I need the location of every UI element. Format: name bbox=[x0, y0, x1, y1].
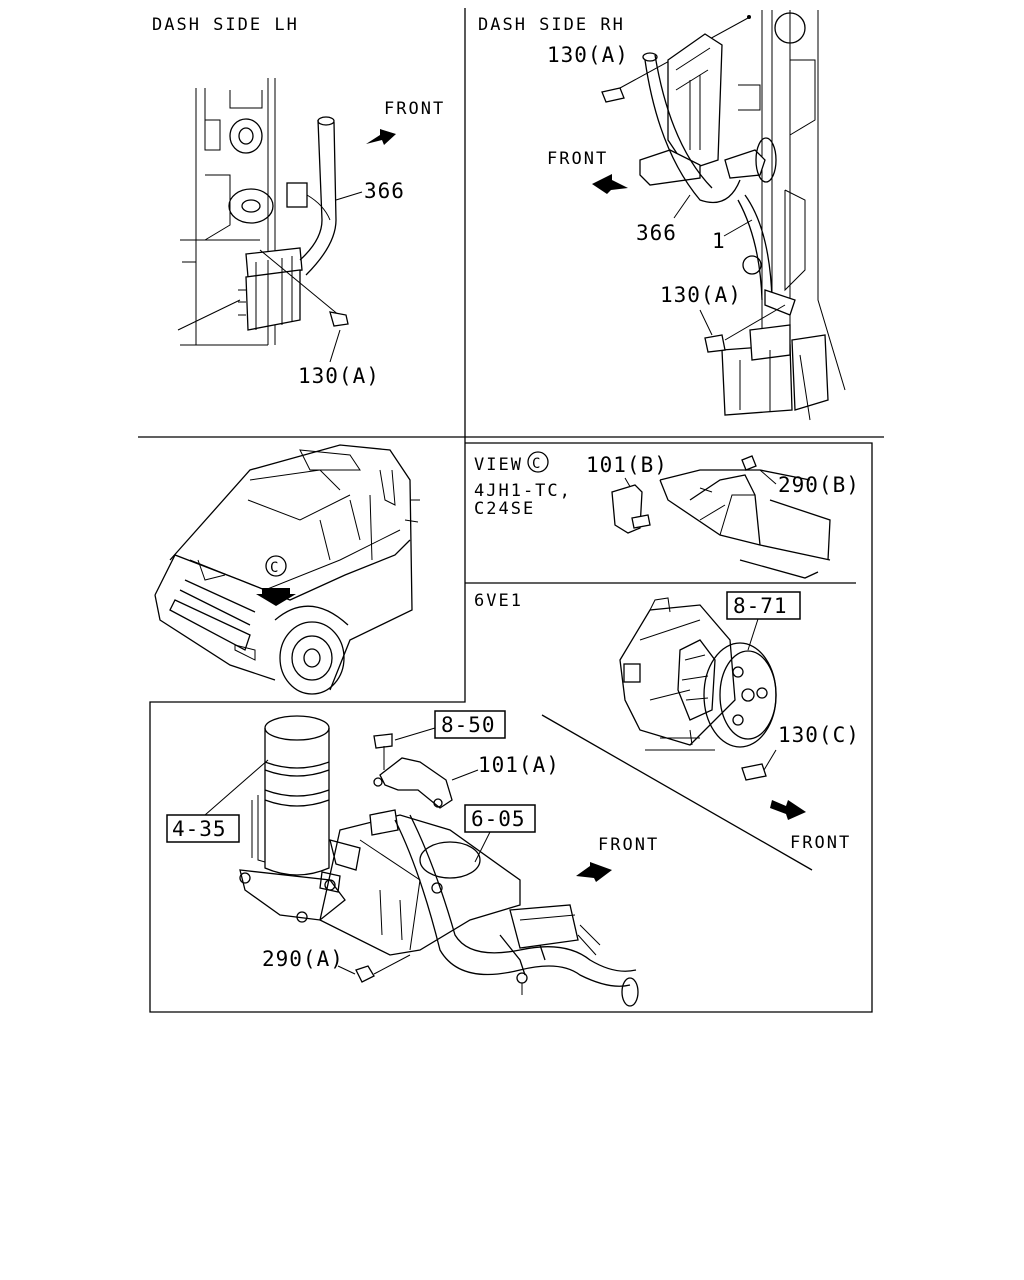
view-c-marker: C bbox=[532, 456, 540, 472]
part-130a-rh-top: 130(A) bbox=[547, 43, 629, 67]
part-290a: 290(A) bbox=[262, 947, 344, 971]
dash-side-lh-panel: DASH SIDE LH FRONT 3 bbox=[152, 15, 445, 388]
bracket-101b-drawing bbox=[611, 455, 831, 579]
v6-panel: 6VE1 8-71 130(C) FRONT bbox=[474, 591, 860, 853]
front-label-lh: FRONT bbox=[384, 99, 445, 119]
dash-panel-rh-drawing bbox=[639, 10, 846, 421]
view-arrow-icon bbox=[256, 588, 296, 606]
part-130c: 130(C) bbox=[778, 723, 860, 747]
part-101b: 101(B) bbox=[586, 453, 668, 477]
vehicle-drawing bbox=[154, 444, 420, 695]
dash-panel-lh-drawing bbox=[177, 78, 349, 346]
front-label-lower: FRONT bbox=[598, 835, 659, 855]
dash-side-lh-title: DASH SIDE LH bbox=[152, 15, 299, 35]
part-box-4-35 bbox=[166, 814, 240, 843]
part-366-lh: 366 bbox=[364, 179, 405, 203]
part-8-50: 8-50 bbox=[441, 713, 496, 737]
part-130a-lh: 130(A) bbox=[298, 364, 380, 388]
front-arrow-icon bbox=[592, 174, 628, 194]
part-366-rh: 366 bbox=[636, 221, 677, 245]
dash-side-rh-panel: DASH SIDE RH 130(A) FRONT bbox=[478, 10, 846, 421]
part-101a: 101(A) bbox=[478, 753, 560, 777]
part-1-rh: 1 bbox=[712, 229, 726, 253]
engine-6ve1-label: 6VE1 bbox=[474, 591, 523, 611]
part-box-6-05 bbox=[464, 804, 536, 833]
lower-assembly-panel: 8-50 101(A) 4-35 6-05 FRONT 290(A) bbox=[166, 710, 659, 1007]
dash-side-rh-title: DASH SIDE RH bbox=[478, 15, 625, 35]
part-6-05: 6-05 bbox=[471, 807, 526, 831]
front-arrow-icon bbox=[576, 862, 612, 882]
part-130a-rh-bottom: 130(A) bbox=[660, 283, 742, 307]
front-arrow-icon bbox=[770, 800, 806, 820]
part-8-71: 8-71 bbox=[733, 594, 788, 618]
part-box-8-71 bbox=[726, 591, 801, 620]
accumulator-and-pipes-drawing bbox=[239, 715, 639, 1007]
vehicle-overview-panel: C bbox=[154, 444, 420, 695]
engine-4jh1-label: 4JH1-TC, bbox=[474, 481, 572, 501]
part-290b: 290(B) bbox=[778, 473, 860, 497]
ac-compressor-drawing bbox=[619, 597, 777, 751]
part-4-35: 4-35 bbox=[172, 817, 227, 841]
front-arrow-icon bbox=[366, 129, 396, 145]
part-box-8-50 bbox=[434, 710, 506, 739]
view-c-title: VIEW bbox=[474, 455, 523, 475]
panel-dividers bbox=[138, 8, 884, 1013]
front-label-v6: FRONT bbox=[790, 833, 851, 853]
view-c-panel: VIEW C 4JH1-TC, C24SE 101(B) 290(B) bbox=[474, 451, 860, 579]
front-label-rh: FRONT bbox=[547, 149, 608, 169]
view-c-marker-vehicle: C bbox=[270, 560, 278, 576]
engine-c24se-label: C24SE bbox=[474, 499, 535, 519]
